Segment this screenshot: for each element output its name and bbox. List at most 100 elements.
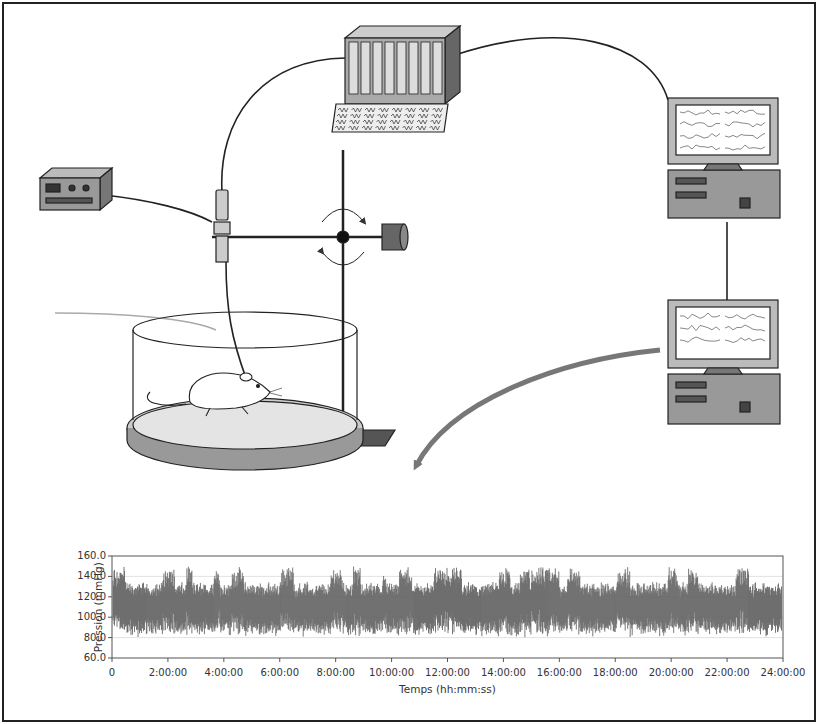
tick — [108, 596, 112, 597]
tick — [108, 637, 112, 638]
trace — [377, 120, 387, 124]
trace — [430, 126, 440, 130]
trace — [725, 314, 765, 319]
trace — [417, 120, 427, 124]
tick — [783, 658, 784, 662]
tick — [108, 576, 112, 577]
channel-module — [373, 42, 382, 94]
trace — [391, 114, 401, 118]
axis-label: 4:00:00 — [205, 668, 244, 678]
tick — [167, 658, 168, 662]
tick — [559, 658, 560, 662]
trace — [725, 133, 765, 139]
chart — [108, 556, 783, 662]
axis-label: 12:00:00 — [425, 668, 470, 678]
trace — [432, 114, 442, 118]
frame — [3, 3, 815, 721]
tick — [503, 658, 504, 662]
trace — [351, 114, 361, 118]
trace — [680, 134, 720, 139]
rat — [147, 373, 282, 416]
tick — [391, 658, 392, 662]
trace — [389, 126, 399, 130]
channel-module — [385, 42, 394, 94]
axis-label: 10:00:00 — [369, 668, 414, 678]
trace — [418, 114, 428, 118]
tube — [55, 313, 216, 330]
computer — [668, 98, 780, 218]
axis-label: 0 — [109, 668, 115, 678]
flow-arrow — [416, 350, 660, 466]
tick — [671, 658, 672, 662]
tick — [335, 658, 336, 662]
trace — [431, 120, 441, 124]
channel-module — [349, 42, 358, 94]
trace — [725, 338, 765, 343]
tick — [279, 658, 280, 662]
tick — [108, 617, 112, 618]
trace — [349, 126, 359, 130]
trace — [405, 114, 415, 118]
axis-label: 18:00:00 — [593, 668, 638, 678]
trace — [680, 122, 720, 127]
tick — [112, 658, 113, 662]
trace — [390, 120, 400, 124]
axis-title: Temps (hh:mm:ss) — [399, 684, 496, 695]
grid-line — [112, 637, 783, 638]
axis-label: 60.0 — [84, 653, 106, 663]
trace — [433, 108, 443, 112]
channel-module — [421, 42, 430, 94]
pressure-trace — [113, 567, 782, 638]
tick — [615, 658, 616, 662]
trace — [376, 126, 386, 130]
trace — [335, 126, 345, 130]
channel-module — [361, 42, 370, 94]
axis-label: 8:00:00 — [316, 668, 355, 678]
trace — [337, 114, 347, 118]
trace — [406, 108, 416, 112]
trace — [379, 108, 389, 112]
channel-module — [433, 42, 442, 94]
trace — [378, 114, 388, 118]
trace — [336, 120, 346, 124]
trace — [725, 325, 765, 331]
trace — [680, 337, 720, 342]
tick — [108, 658, 112, 659]
tick — [108, 556, 112, 557]
trace — [365, 108, 375, 112]
computer — [668, 300, 780, 424]
axis-label: 16:00:00 — [537, 668, 582, 678]
trace — [362, 126, 372, 130]
trace — [725, 122, 765, 127]
axis-label: 14:00:00 — [481, 668, 526, 678]
trace — [680, 313, 720, 319]
trace — [352, 108, 362, 112]
trace — [416, 126, 426, 130]
trace — [363, 120, 373, 124]
cage — [127, 312, 363, 470]
axis-label: 160.0 — [77, 551, 106, 561]
channel-module — [409, 42, 418, 94]
axis-label: 24:00:00 — [761, 668, 806, 678]
cables — [104, 38, 727, 378]
trace — [404, 120, 414, 124]
axis-title: Pression (mmHg) — [93, 562, 104, 652]
trace — [419, 108, 429, 112]
tick — [447, 658, 448, 662]
axis-label: 2:00:00 — [149, 668, 188, 678]
trace — [680, 110, 720, 115]
trace — [725, 110, 765, 114]
trace — [392, 108, 402, 112]
trace — [364, 114, 374, 118]
trace — [338, 108, 348, 112]
amplifier — [40, 168, 112, 210]
swivel — [214, 190, 230, 262]
trace — [680, 326, 720, 331]
axis-label: 6:00:00 — [260, 668, 299, 678]
axis-label: 22:00:00 — [705, 668, 750, 678]
chart-recorder — [332, 26, 460, 132]
channel-module — [397, 42, 406, 94]
trace — [680, 145, 720, 150]
